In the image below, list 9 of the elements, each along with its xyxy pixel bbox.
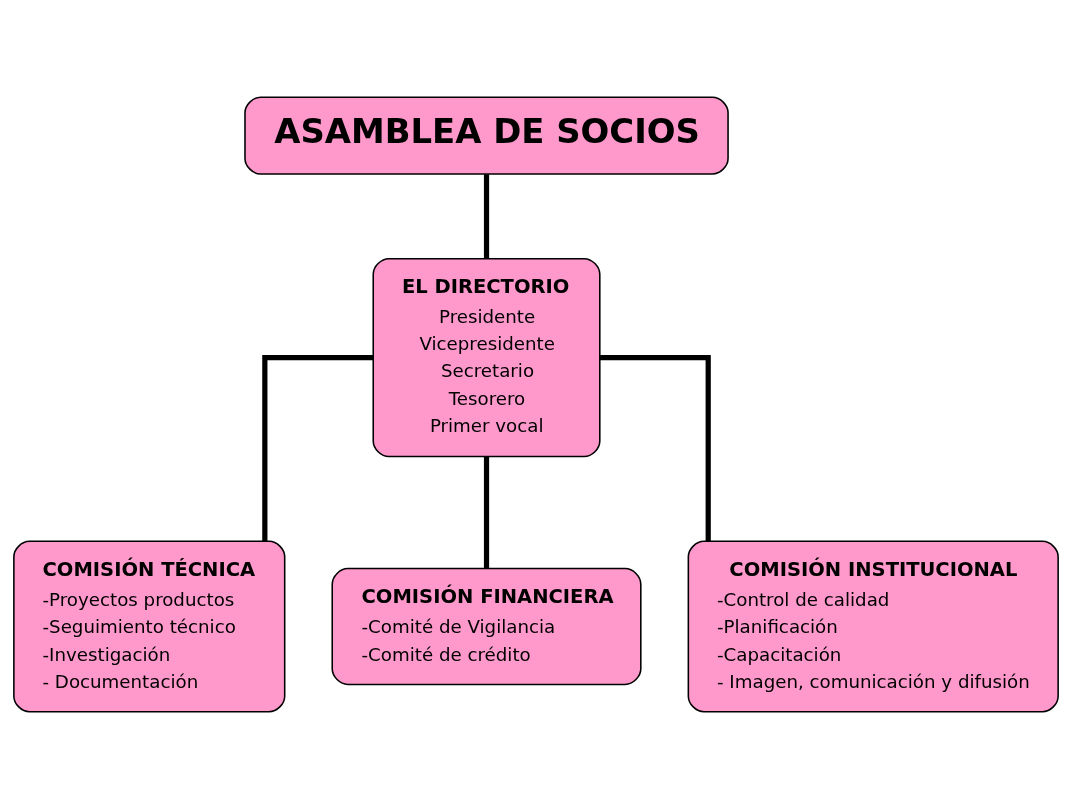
node-box: COMISIÓN INSTITUCIONAL -Control de calidad -Planificación -Capacitación - Imagen, comunicación y difusión [687,540,1059,713]
node-box: EL DIRECTORIO Presidente Vicepresidente Secretario Tesorero Primer vocal [372,257,601,458]
node-box: ASAMBLEA DE SOCIOS [244,96,729,175]
connector [262,355,374,542]
node-box: COMISIÓN FINANCIERA -Comité de Vigilancia -Comité de crédito [331,567,642,686]
connector [483,456,490,569]
connector [599,355,711,542]
connector [483,174,490,259]
node-box: COMISIÓN TÉCNICA -Proyectos productos -Seguimiento técnico -Investigación - Documentación [13,540,286,713]
